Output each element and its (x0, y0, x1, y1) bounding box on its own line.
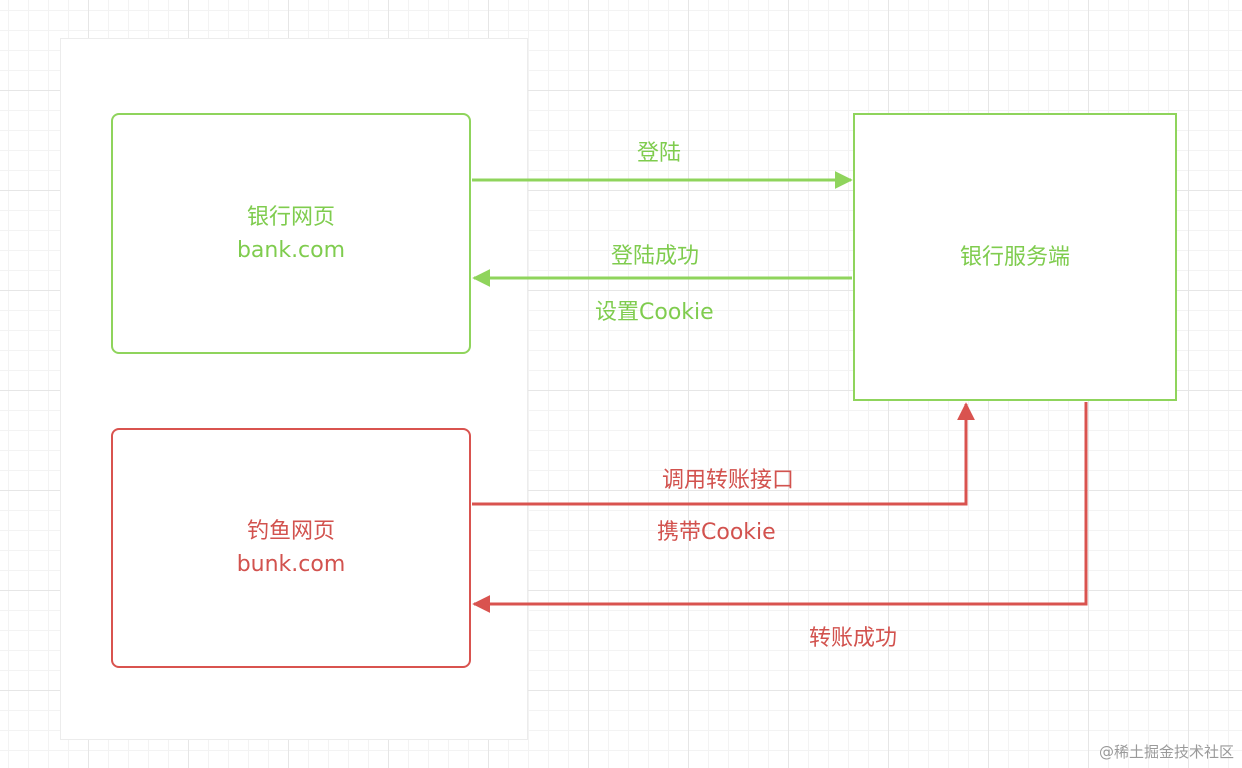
bank-page-node: 银行网页 bank.com (111, 113, 471, 354)
set-cookie-label: 设置Cookie (595, 300, 714, 325)
transfer-success-arrow (472, 402, 1088, 613)
transfer-success-label: 转账成功 (809, 626, 898, 651)
login-label: 登陆 (637, 141, 682, 166)
watermark: @稀土掘金技术社区 (1098, 743, 1234, 761)
phishing-page-node: 钓鱼网页 bunk.com (111, 428, 471, 668)
phishing-page-title: 钓鱼网页 (246, 519, 335, 544)
bank-server-node: 银行服务端 (853, 113, 1177, 401)
bank-page-title: 银行网页 (246, 204, 335, 230)
call-transfer-arrow (472, 402, 975, 506)
phishing-page-domain: bunk.com (236, 552, 346, 577)
call-transfer-label: 调用转账接口 (662, 468, 795, 493)
carry-cookie-label: 携带Cookie (657, 520, 776, 545)
bank-page-domain: bank.com (236, 237, 346, 263)
login-success-label: 登陆成功 (611, 244, 700, 269)
bank-server-title: 银行服务端 (959, 244, 1070, 270)
